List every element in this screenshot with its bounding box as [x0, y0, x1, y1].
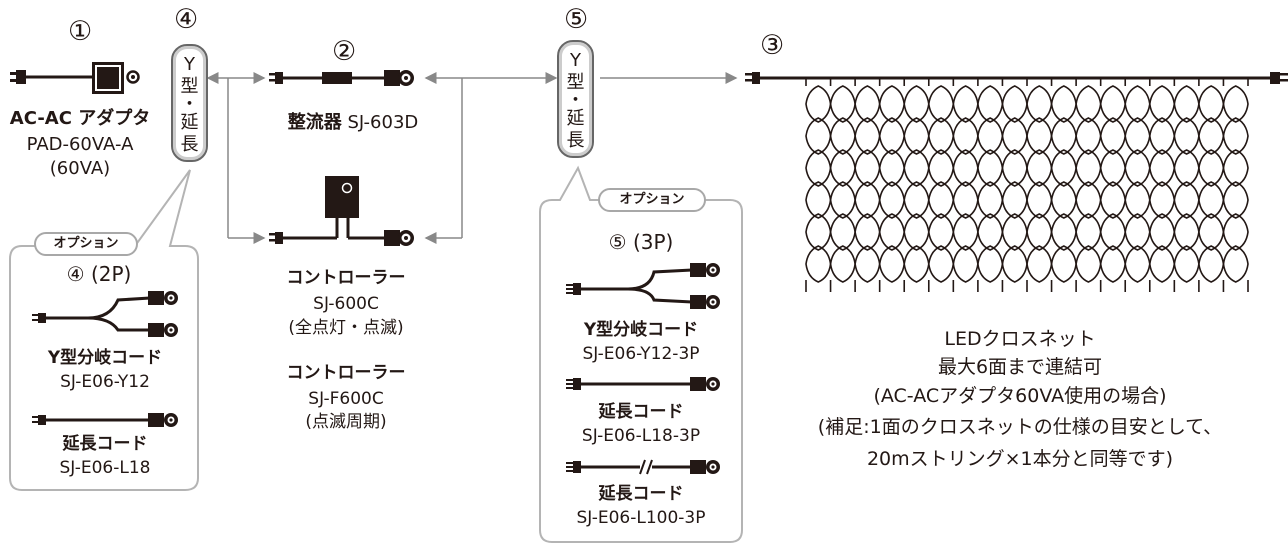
- y-extension-pill-left: Y 型 ・ 延 長: [171, 44, 208, 162]
- option-box-left: [9, 169, 199, 491]
- pill-left-c3: ・: [180, 94, 199, 115]
- ext-cord-long-3p-icon: [566, 459, 720, 475]
- option-left-y-model: SJ-E06-Y12: [60, 372, 150, 392]
- controller-icon: [269, 176, 414, 246]
- net-line5: 20mストリング×1本分と同等です): [866, 448, 1174, 470]
- rectifier-title: 整流器: [287, 112, 342, 133]
- net-line4: (補足:1面のクロスネットの仕様の目安として、: [817, 416, 1223, 438]
- pill-right-c3: ・: [566, 90, 585, 111]
- net-line1: LEDクロスネット: [944, 328, 1096, 350]
- label-num-4: ④: [174, 4, 199, 35]
- option-badge-left: オプション: [34, 232, 138, 256]
- label-num-1: ①: [68, 16, 93, 47]
- label-num-5: ⑤: [564, 4, 589, 35]
- option-left-heading: ④ (2P): [66, 262, 132, 286]
- y-cord-3p-icon: [566, 263, 720, 309]
- ac-adapter-icon: [10, 62, 140, 94]
- rectifier-label: 整流器 SJ-603D: [268, 114, 438, 132]
- option-left-ext-title: 延長コード: [62, 434, 148, 454]
- controller2-model: SJ-F600C: [308, 389, 384, 409]
- ext-cord-3p-icon: [566, 377, 720, 391]
- option-right-y-model: SJ-E06-Y12-3P: [582, 344, 700, 364]
- pill-left-c2: 型: [180, 76, 199, 97]
- pill-left-c5: 長: [180, 134, 199, 155]
- controller1-title: コントローラー: [286, 268, 406, 288]
- adapter-title: AC-AC アダプタ: [9, 108, 151, 129]
- pill-left-c1: Y: [184, 54, 195, 75]
- led-cross-net-icon: [745, 72, 1288, 292]
- y-cord-2p-icon: [32, 291, 178, 337]
- controller1-note: (全点灯・点滅): [288, 318, 404, 338]
- option-right-ext2-model: SJ-E06-L100-3P: [576, 508, 706, 528]
- option-left-y-title: Y型分岐コード: [47, 348, 163, 368]
- adapter-rating: (60VA): [49, 158, 111, 179]
- option-left-ext-model: SJ-E06-L18: [59, 458, 151, 478]
- option-right-ext-model: SJ-E06-L18-3P: [581, 426, 701, 446]
- rectifier-model: SJ-603D: [347, 112, 419, 133]
- controller1-model: SJ-600C: [313, 294, 379, 314]
- ext-cord-2p-icon: [32, 413, 178, 427]
- net-line2: 最大6面まで連結可: [937, 356, 1103, 378]
- y-extension-pill-right: Y 型 ・ 延 長: [557, 40, 594, 158]
- option-box-right: [539, 165, 743, 543]
- option-right-ext-title: 延長コード: [598, 402, 684, 422]
- pill-right-c2: 型: [566, 72, 585, 93]
- pill-right-c5: 長: [566, 130, 585, 151]
- controller2-title: コントローラー: [286, 363, 406, 383]
- rectifier-icon: [269, 70, 414, 86]
- option-right-y-title: Y型分岐コード: [583, 320, 699, 340]
- pill-left-c4: 延: [180, 112, 199, 133]
- controller2-note: (点滅周期): [305, 412, 387, 432]
- label-num-3: ③: [760, 30, 785, 61]
- adapter-model: PAD-60VA-A: [26, 134, 134, 155]
- pill-right-c4: 延: [566, 108, 585, 129]
- label-num-2: ②: [332, 36, 357, 67]
- net-line3: (AC-ACアダプタ60VA使用の場合): [873, 385, 1167, 407]
- option-right-heading: ⑤ (3P): [608, 230, 674, 254]
- option-right-ext2-title: 延長コード: [598, 484, 684, 504]
- option-badge-right: オプション: [598, 188, 706, 212]
- pill-right-c1: Y: [570, 50, 581, 71]
